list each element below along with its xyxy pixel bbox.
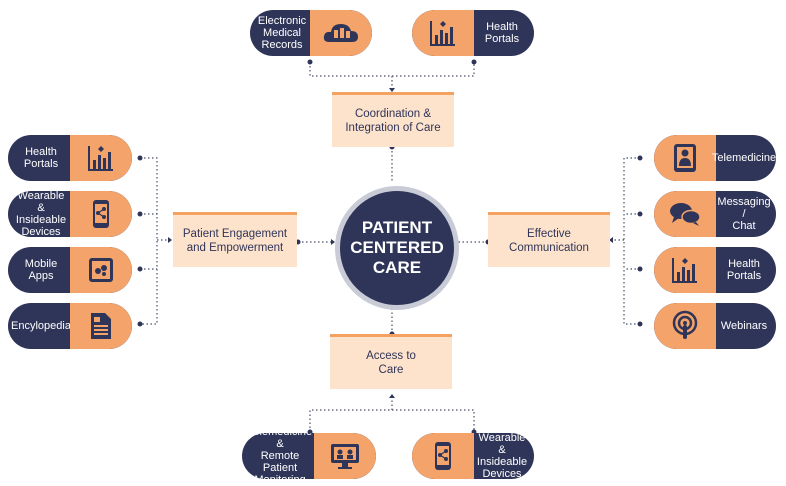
- pill-label: Health Portals: [484, 21, 520, 45]
- chat-bubbles-icon: [654, 191, 716, 237]
- box-access-to-care: Access to Care: [330, 334, 452, 389]
- bar-chart-icon: [70, 135, 132, 181]
- bar-chart-icon: [654, 247, 716, 293]
- patient-centered-care-hub: PATIENT CENTERED CARE: [335, 186, 459, 310]
- pill-webinars: Webinars: [654, 303, 776, 349]
- pill-label: Encylopedia: [11, 320, 71, 332]
- pill-label: Wearable & Insideable Devices: [15, 191, 67, 237]
- pill-electronic-medical-records: Electronic Medical Records: [250, 10, 372, 56]
- pill-label: Telemedicine & Remote Patient Monitoring: [248, 433, 312, 479]
- pill-health-portals-top: Health Portals: [412, 10, 534, 56]
- pill-messaging-chat: Messaging / Chat: [654, 191, 776, 237]
- pill-health-portals-right: Health Portals: [654, 247, 776, 293]
- monitor-doctor-icon: [314, 433, 376, 479]
- pill-telemedicine-right: Telemedicine: [654, 135, 776, 181]
- pill-encyclopedia: Encylopedia: [8, 303, 132, 349]
- pill-label: Health Portals: [726, 258, 762, 282]
- phone-share-icon: [70, 191, 132, 237]
- pill-health-portals-left: Health Portals: [8, 135, 132, 181]
- pill-label: Wearable & Insideable Devices: [476, 433, 528, 479]
- pill-wearable-devices-left: Wearable & Insideable Devices: [8, 191, 132, 237]
- box-effective-communication: Effective Communication: [488, 212, 610, 267]
- pill-label: Messaging / Chat: [717, 196, 771, 232]
- pill-label: Telemedicine: [711, 152, 776, 164]
- document-icon: [70, 303, 132, 349]
- pill-label: Webinars: [720, 320, 768, 332]
- bar-chart-icon: [412, 10, 474, 56]
- pill-label: Electronic Medical Records: [257, 15, 307, 51]
- cloud-database-icon: [310, 10, 372, 56]
- box-coordination: Coordination & Integration of Care: [332, 92, 454, 147]
- phone-share-icon: [412, 433, 474, 479]
- pill-mobile-apps: Mobile Apps: [8, 247, 132, 293]
- broadcast-icon: [654, 303, 716, 349]
- doctor-tablet-icon: [654, 135, 716, 181]
- box-patient-engagement: Patient Engagement and Empowerment: [173, 212, 297, 267]
- pill-telemedicine-remote-monitoring: Telemedicine & Remote Patient Monitoring: [242, 433, 376, 479]
- tablet-apps-icon: [70, 247, 132, 293]
- pill-label: Mobile Apps: [24, 258, 58, 282]
- pill-wearable-devices-bottom: Wearable & Insideable Devices: [412, 433, 534, 479]
- pill-label: Health Portals: [23, 146, 59, 170]
